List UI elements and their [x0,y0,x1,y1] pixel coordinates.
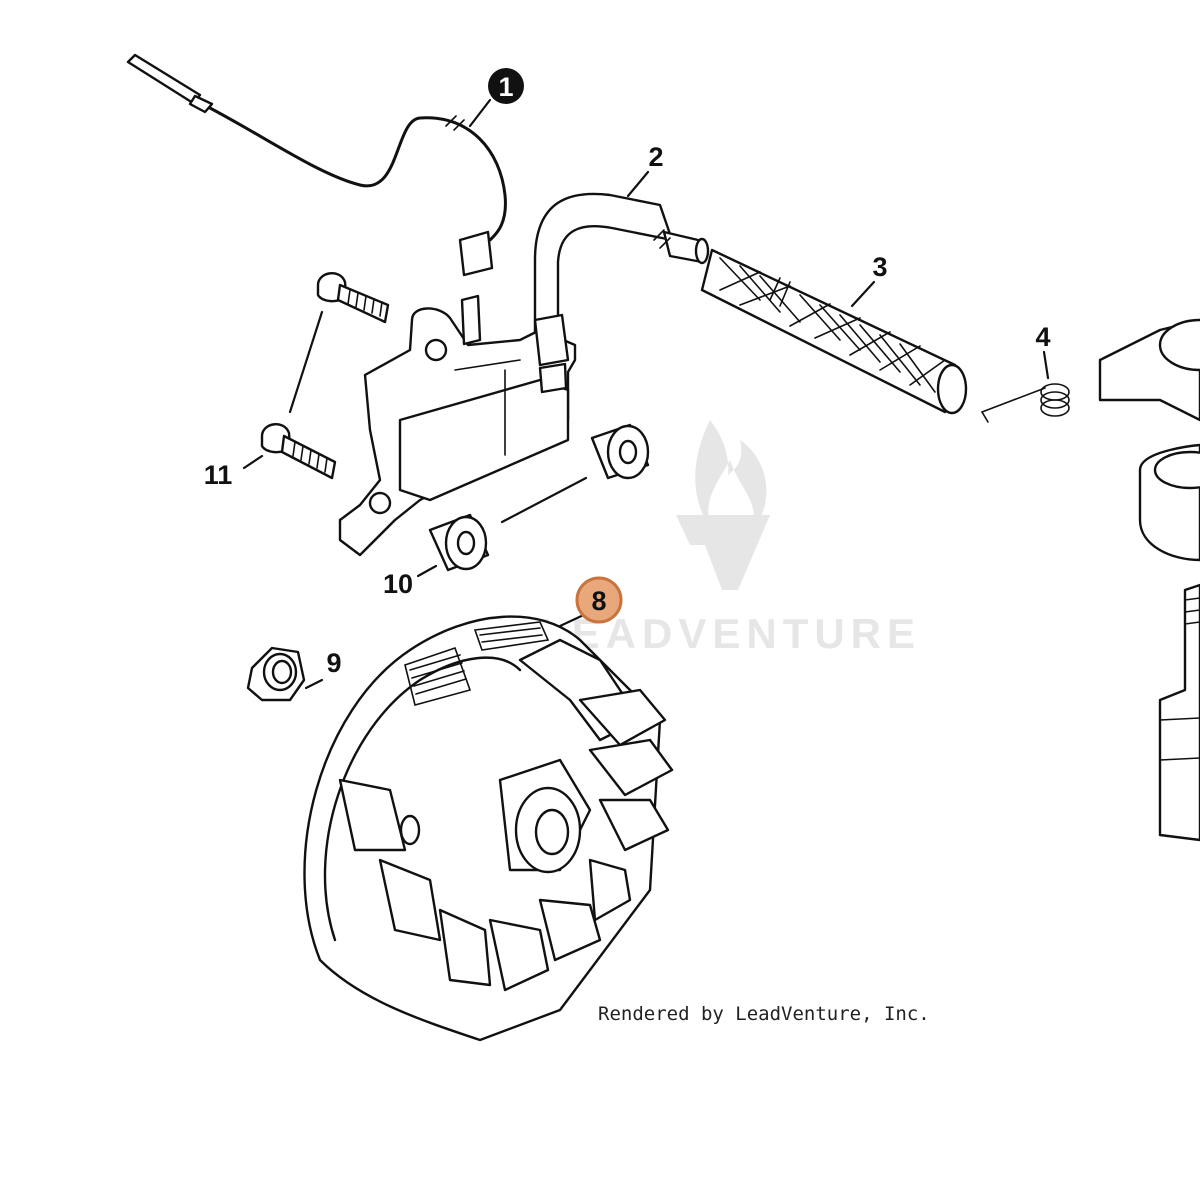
torsion-spring [981,383,1070,423]
flywheel [303,615,674,1042]
callout-4-label: 4 [1035,322,1050,352]
callout-4[interactable]: 4 [1035,322,1050,352]
callout-8-highlight [575,576,623,624]
screw-lower [260,423,337,480]
callout-2[interactable]: 2 [648,142,663,172]
callout-11-label: 11 [204,460,233,490]
callout-8[interactable]: 8 [575,576,623,624]
bushing-lower [428,513,490,572]
bushing-upper [590,423,650,480]
callout-9-label: 9 [326,648,341,678]
watermark-logo [676,420,770,590]
callout-3-label: 3 [872,252,887,282]
ignition-module [338,294,577,557]
carburetor-assembly-partial [1098,318,1200,842]
callout-10[interactable]: 10 [383,569,413,599]
protective-hose [700,248,968,415]
flange-nut [246,646,306,702]
leader-lines [242,98,1050,690]
callout-9[interactable]: 9 [326,648,341,678]
render-credit: Rendered by LeadVenture, Inc. [598,1003,930,1025]
screw-upper [316,272,390,324]
ignition-lead [126,53,507,277]
callout-11[interactable]: 11 [204,460,233,490]
callout-1-label: 1 [498,72,513,102]
callout-1[interactable]: 1 [488,68,524,104]
callout-1-badge [488,68,524,104]
callout-2-label: 2 [648,142,663,172]
callout-3[interactable]: 3 [872,252,887,282]
callout-10-label: 10 [383,569,413,599]
callout-8-label: 8 [591,586,606,616]
